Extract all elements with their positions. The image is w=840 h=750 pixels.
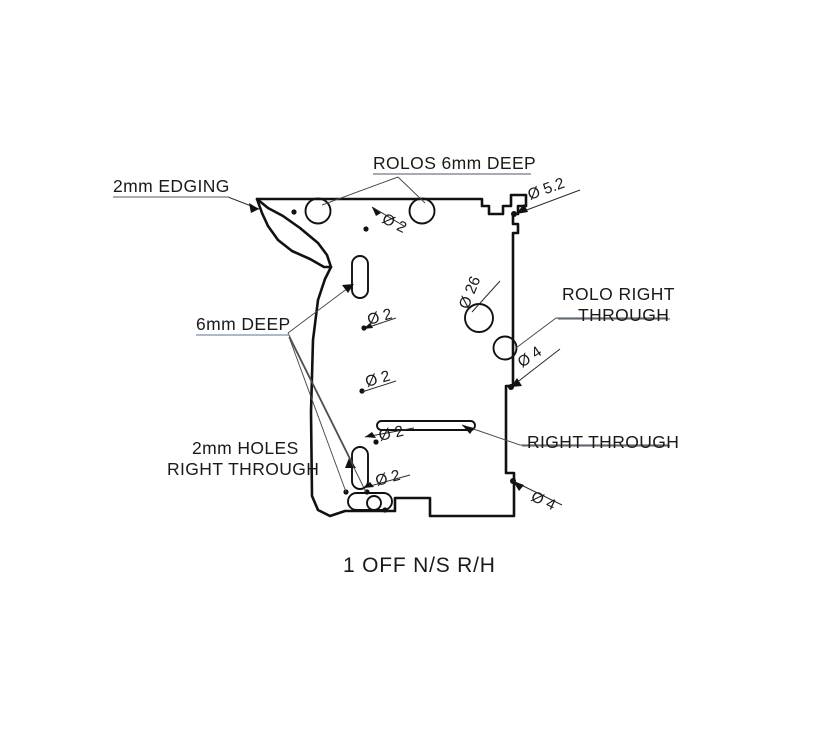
arrowhead-right-through [462, 425, 474, 434]
slot-vertical-upper [351, 255, 369, 299]
leader-dia-4-upper [510, 348, 561, 388]
dim-dia-2-slot-lower: Ø 2 [374, 467, 403, 490]
hole-2mm-dot-2 [363, 226, 369, 232]
leader-6mm-deep-lower [287, 332, 355, 467]
arrowhead-dia-4-upper [511, 378, 522, 387]
arrowhead-dia-5-2 [516, 204, 528, 214]
leader-rolos-left [321, 176, 399, 206]
arrowhead-dia-4-lower [513, 481, 524, 491]
leader-dia-26 [471, 280, 501, 313]
hole-2mm-dot-5 [373, 439, 379, 445]
label-rolo-right-through-line1: ROLO RIGHT [562, 284, 675, 304]
dim-dia-5-2: Ø 5.2 [526, 175, 567, 204]
hole-2mm-dot-3 [361, 325, 367, 331]
label-2mm-holes-line2: RIGHT THROUGH [167, 459, 319, 479]
rolo-hole-top-right [408, 197, 436, 225]
arrowhead-dia-2-mid-upper [363, 323, 373, 329]
leader-rolos-right [397, 176, 426, 204]
leader-dia-2-mid-lower [361, 380, 397, 393]
leader-6mm-deep-upper [287, 284, 353, 334]
arrowhead-dia-2-top [372, 207, 381, 216]
leader-right-through [461, 424, 668, 446]
drawing-title: 1 OFF N/S R/H [343, 554, 496, 577]
rolo-hole-top-left [304, 197, 332, 225]
label-2mm-edging: 2mm EDGING [113, 176, 230, 196]
leader-dia-2-top [371, 206, 405, 227]
leader-rolo-right-through [515, 317, 668, 349]
arrowhead-6mm-deep-upper [342, 284, 354, 293]
part-left-curve [255, 197, 333, 269]
arrowhead-edging [249, 203, 259, 213]
dim-dia-2-mid-upper: Ø 2 [365, 306, 394, 329]
slot-bottom-small [347, 492, 393, 511]
leader-2mm-holes-b [288, 336, 367, 493]
dim-dia-2-slot-upper: Ø 2 [377, 423, 405, 445]
dim-dia-4-upper: Ø 4 [515, 343, 546, 371]
dim-dia-26: Ø 26 [456, 274, 484, 312]
label-6mm-deep: 6mm DEEP [196, 314, 291, 334]
hole-2mm-dot-9 [511, 211, 517, 217]
part-outline [255, 193, 528, 518]
label-right-through: RIGHT THROUGH [527, 432, 679, 452]
hole-2mm-dot-1 [291, 209, 297, 215]
label-rolo-right-through-line2: THROUGH [578, 305, 669, 325]
slot-horizontal-long [376, 420, 476, 431]
leader-edging [118, 196, 260, 210]
arrowhead-dia-2-slot-upper [365, 432, 376, 438]
hole-2mm-dot-4 [359, 388, 365, 394]
dim-dia-4-lower: Ø 4 [528, 488, 558, 514]
arrowhead-dia-2-slot-lower [363, 482, 374, 488]
leader-2mm-holes-a [288, 336, 347, 493]
label-2mm-holes-line1: 2mm HOLES [192, 438, 299, 458]
bottom-small-hole [366, 495, 382, 511]
dim-dia-2-mid-lower: Ø 2 [363, 368, 392, 391]
label-rolos-6mm-deep: ROLOS 6mm DEEP [373, 153, 536, 173]
